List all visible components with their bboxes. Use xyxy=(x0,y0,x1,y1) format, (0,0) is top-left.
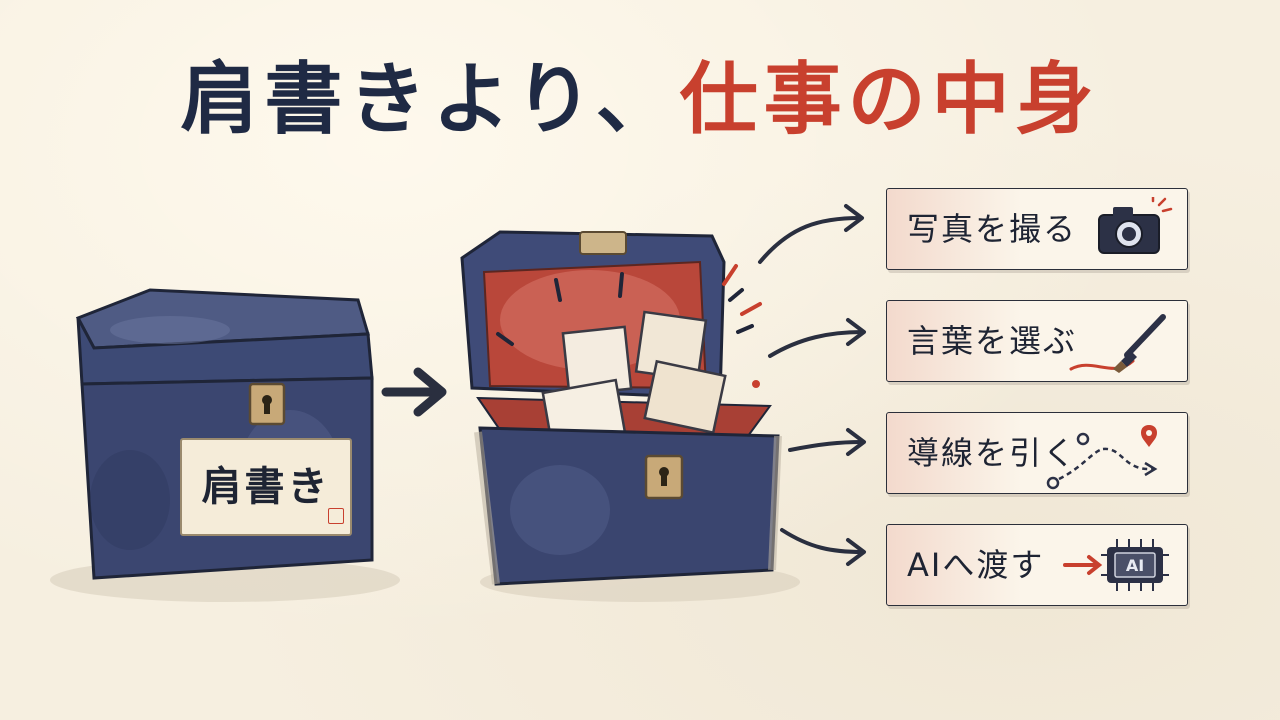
headline-part-1: 肩書きより、 xyxy=(180,55,680,145)
connector-arrows xyxy=(758,204,866,566)
card-photo: 写真を撮る xyxy=(886,188,1188,270)
arrow-right-icon xyxy=(381,367,447,417)
card-label: 言葉を選ぶ xyxy=(907,322,1078,360)
card-label: 写真を撮る xyxy=(907,210,1078,248)
card-ai: AIへ渡す AI xyxy=(886,524,1188,606)
open-chest xyxy=(460,230,800,602)
seal-stamp-icon xyxy=(328,508,344,524)
card-route: 導線を引く xyxy=(886,412,1188,494)
camera-icon xyxy=(1098,197,1173,254)
route-icon xyxy=(1046,425,1158,490)
headline-part-2: 仕事の中身 xyxy=(679,55,1100,145)
chip-text: AI xyxy=(1126,556,1144,575)
card-label: AIへ渡す xyxy=(907,546,1045,584)
headline: 肩書きより、仕事の中身 xyxy=(0,52,1280,148)
title-label-card: 肩書き xyxy=(180,438,352,536)
brush-icon xyxy=(1069,314,1166,373)
ai-chip-icon: AI xyxy=(1063,539,1169,591)
card-words: 言葉を選ぶ xyxy=(886,300,1188,382)
card-label: 導線を引く xyxy=(907,434,1078,472)
paper-cards xyxy=(541,310,727,460)
